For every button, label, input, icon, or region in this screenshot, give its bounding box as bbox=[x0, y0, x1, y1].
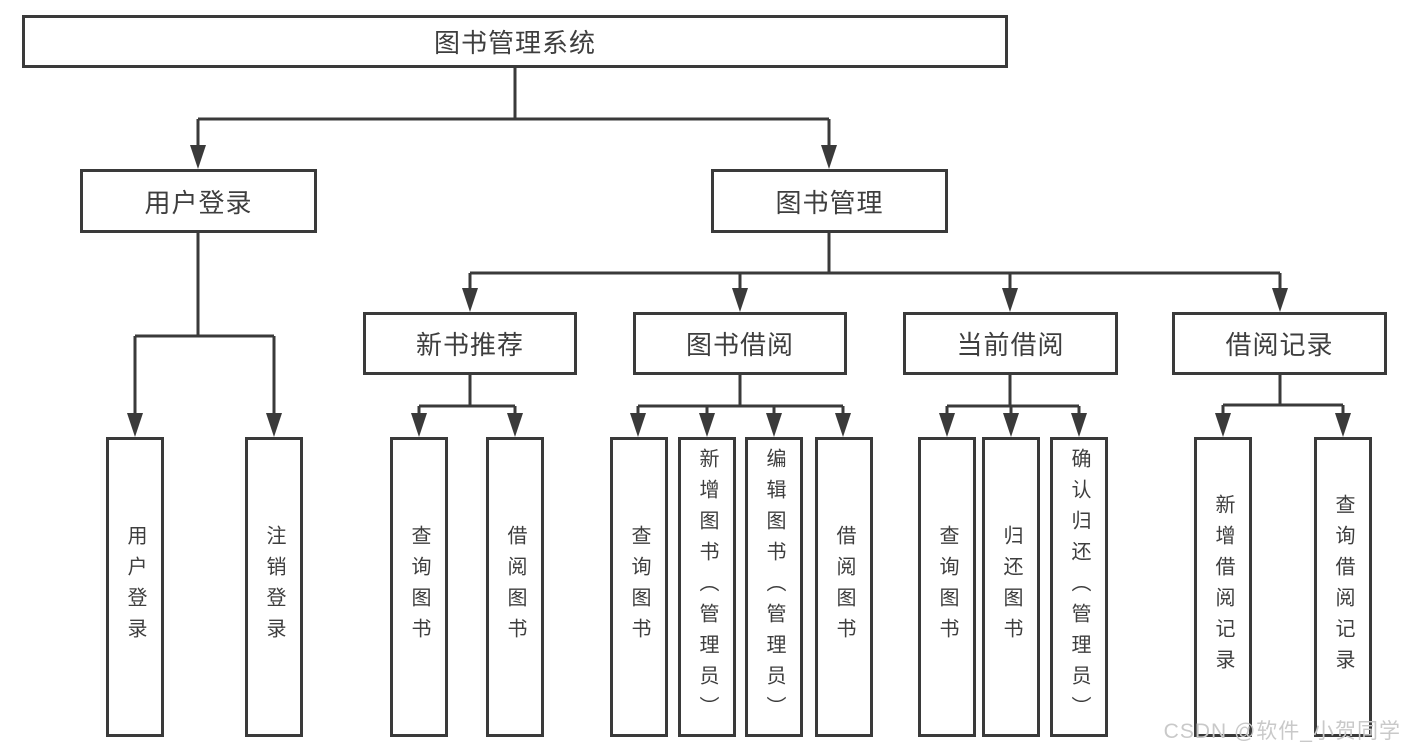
leaf-current-query-books: 查询图书 bbox=[918, 437, 976, 737]
connector-root-to-level1 bbox=[190, 68, 837, 169]
arrowhead-icon bbox=[630, 413, 646, 437]
leaf-add-books-admin: 新增图书（管理员） bbox=[678, 437, 736, 737]
arrowhead-icon bbox=[1003, 413, 1019, 437]
node-root-library-management-system: 图书管理系统 bbox=[22, 15, 1008, 68]
node-label: 图书管理系统 bbox=[433, 28, 596, 58]
node-label: 用户登录 bbox=[144, 187, 253, 218]
leaf-return-books: 归还图书 bbox=[982, 437, 1040, 737]
leaf-query-borrow-record: 查询借阅记录 bbox=[1314, 437, 1372, 737]
node-label: 新书推荐 bbox=[415, 330, 524, 360]
connector-new-book-recommend-to-leaves bbox=[411, 375, 523, 437]
node-label: 查询图书 bbox=[936, 525, 958, 649]
node-label: 图书借阅 bbox=[685, 330, 794, 360]
leaf-recommend-borrow-books: 借阅图书 bbox=[486, 437, 544, 737]
arrowhead-icon bbox=[462, 288, 478, 312]
arrowhead-icon bbox=[1272, 288, 1288, 312]
node-label: 当前借阅 bbox=[956, 330, 1065, 360]
arrowhead-icon bbox=[1002, 288, 1018, 312]
node-new-book-recommend: 新书推荐 bbox=[363, 312, 577, 375]
node-label: 确认归还（管理员） bbox=[1068, 447, 1090, 727]
arrowhead-icon bbox=[411, 413, 427, 437]
arrowhead-icon bbox=[939, 413, 955, 437]
node-label: 新增借阅记录 bbox=[1212, 494, 1234, 680]
node-label: 查询借阅记录 bbox=[1332, 494, 1354, 680]
node-label: 注销登录 bbox=[263, 525, 285, 649]
arrowhead-icon bbox=[1215, 413, 1231, 437]
node-borrow-records: 借阅记录 bbox=[1172, 312, 1387, 375]
arrowhead-icon bbox=[1071, 413, 1087, 437]
connector-book-management-to-level2 bbox=[462, 233, 1288, 312]
arrowhead-icon bbox=[1335, 413, 1351, 437]
connector-current-borrow-to-leaves bbox=[939, 375, 1087, 437]
leaf-edit-books-admin: 编辑图书（管理员） bbox=[745, 437, 803, 737]
arrowhead-icon bbox=[507, 413, 523, 437]
node-label: 归还图书 bbox=[1000, 525, 1022, 649]
leaf-user-login: 用户登录 bbox=[106, 437, 164, 737]
connector-borrow-records-to-leaves bbox=[1215, 375, 1351, 437]
connector-user-login-to-leaves bbox=[127, 233, 282, 437]
node-user-login: 用户登录 bbox=[80, 169, 317, 233]
node-label: 编辑图书（管理员） bbox=[763, 447, 785, 727]
leaf-confirm-return-admin: 确认归还（管理员） bbox=[1050, 437, 1108, 737]
leaf-add-borrow-record: 新增借阅记录 bbox=[1194, 437, 1252, 737]
arrowhead-icon bbox=[835, 413, 851, 437]
arrowhead-icon bbox=[190, 145, 206, 169]
leaf-borrow-query-books: 查询图书 bbox=[610, 437, 668, 737]
arrowhead-icon bbox=[732, 288, 748, 312]
node-book-borrow: 图书借阅 bbox=[633, 312, 847, 375]
leaf-recommend-query-books: 查询图书 bbox=[390, 437, 448, 737]
leaf-logout: 注销登录 bbox=[245, 437, 303, 737]
arrowhead-icon bbox=[266, 413, 282, 437]
node-label: 借阅图书 bbox=[833, 525, 855, 649]
arrowhead-icon bbox=[127, 413, 143, 437]
arrowhead-icon bbox=[766, 413, 782, 437]
node-label: 查询图书 bbox=[408, 525, 430, 649]
connector-book-borrow-to-leaves bbox=[630, 375, 851, 437]
node-label: 借阅记录 bbox=[1225, 330, 1334, 360]
arrowhead-icon bbox=[699, 413, 715, 437]
node-label: 查询图书 bbox=[628, 525, 650, 649]
node-label: 新增图书（管理员） bbox=[696, 447, 718, 727]
node-label: 用户登录 bbox=[124, 525, 146, 649]
csdn-watermark: CSDN @软件_小贺同学 bbox=[1163, 720, 1401, 743]
node-book-management: 图书管理 bbox=[711, 169, 948, 233]
leaf-borrow-books: 借阅图书 bbox=[815, 437, 873, 737]
node-label: 借阅图书 bbox=[504, 525, 526, 649]
node-label: 图书管理 bbox=[775, 187, 884, 218]
node-current-borrow: 当前借阅 bbox=[903, 312, 1118, 375]
arrowhead-icon bbox=[821, 145, 837, 169]
